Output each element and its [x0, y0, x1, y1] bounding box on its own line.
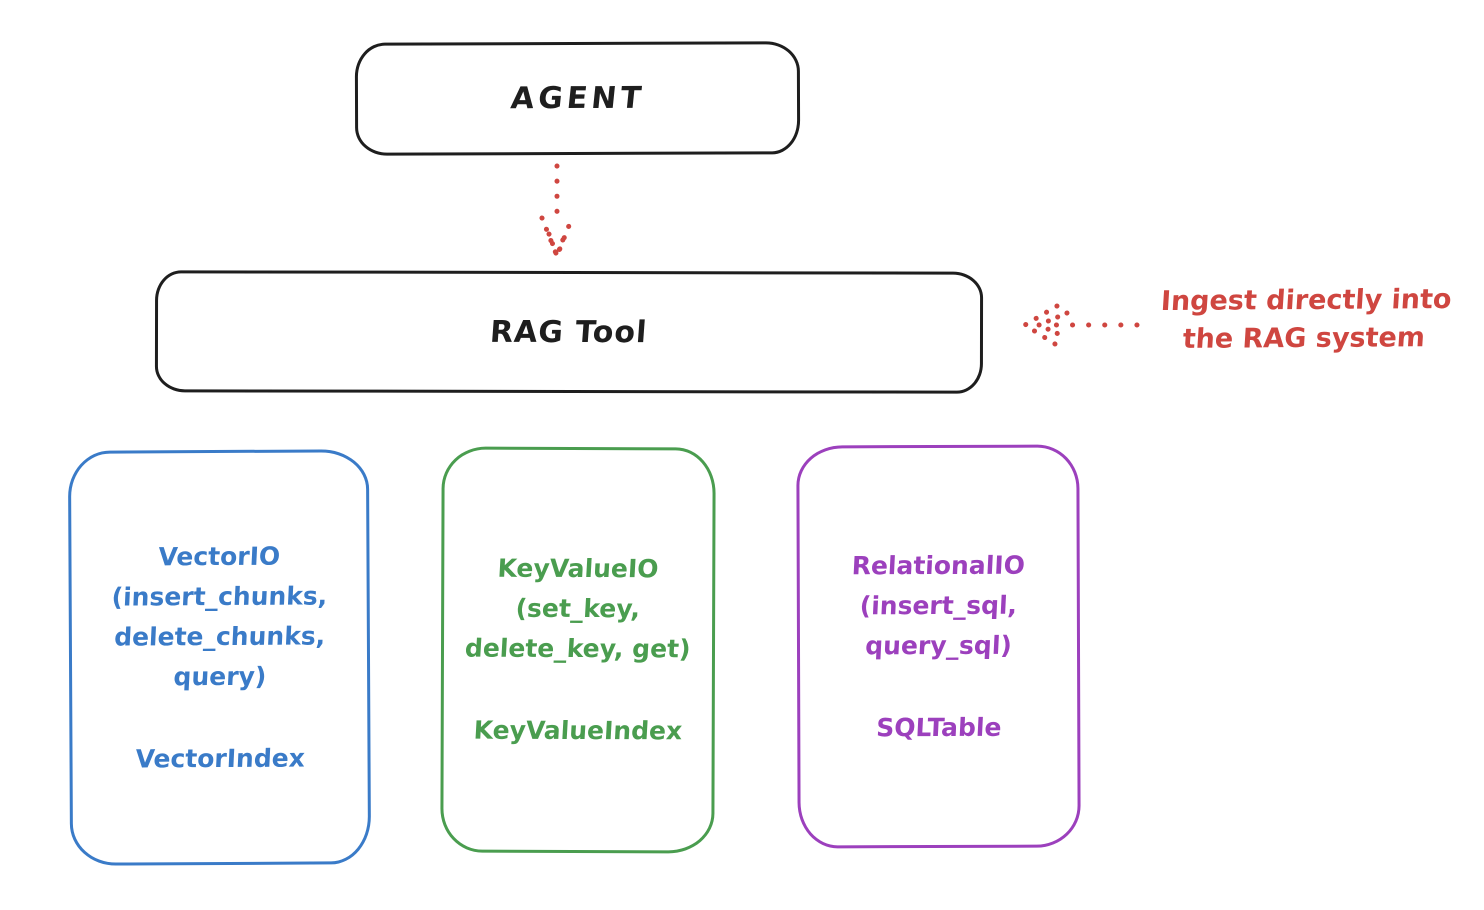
vector-io-line: delete_chunks,: [113, 620, 326, 652]
vector-io-line: (insert_chunks,: [110, 580, 328, 612]
ingest-arrow: [1020, 303, 1140, 347]
relational-io-line: (insert_sql,: [859, 590, 1018, 620]
key-value-io-line: delete_key, get): [464, 633, 692, 664]
rag-tool-node: RAG Tool: [154, 270, 984, 394]
agent-label: AGENT: [508, 80, 647, 117]
sql-table-label: SQLTable: [875, 712, 1003, 742]
key-value-io-line: (set_key,: [515, 593, 642, 624]
ingest-annotation: Ingest directly into the RAG system: [1128, 281, 1483, 359]
vector-io-signature: VectorIO (insert_chunks, delete_chunks, …: [110, 536, 328, 697]
agent-to-ragtool-arrow: [539, 163, 575, 264]
key-value-index-label: KeyValueIndex: [472, 715, 683, 746]
key-value-io-node: KeyValueIO (set_key, delete_key, get) Ke…: [440, 446, 716, 854]
vector-io-node: VectorIO (insert_chunks, delete_chunks, …: [67, 449, 372, 866]
rag-tool-label: RAG Tool: [489, 314, 649, 350]
relational-io-node: RelationalIO (insert_sql, query_sql) SQL…: [796, 444, 1081, 849]
ingest-annotation-line: the RAG system: [1181, 322, 1426, 355]
relational-io-line: RelationalIO: [850, 550, 1026, 580]
vector-io-line: query): [172, 661, 267, 691]
key-value-io-signature: KeyValueIO (set_key, delete_key, get): [464, 549, 692, 670]
agent-node: AGENT: [354, 41, 801, 156]
vector-index-label: VectorIndex: [134, 743, 306, 773]
relational-io-line: query_sql): [864, 630, 1013, 660]
key-value-io-line: KeyValueIO: [497, 553, 660, 584]
vector-io-line: VectorIO: [157, 541, 281, 571]
relational-io-signature: RelationalIO (insert_sql, query_sql): [850, 545, 1026, 666]
ingest-annotation-line: Ingest directly into: [1159, 283, 1453, 318]
